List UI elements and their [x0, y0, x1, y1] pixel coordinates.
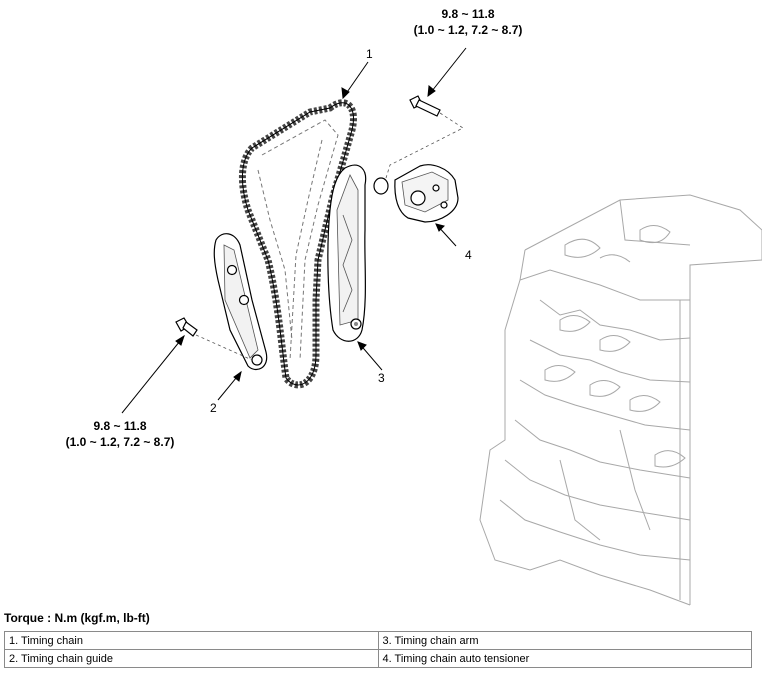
torque-spec-left-value: 9.8 ~ 11.8: [93, 419, 146, 433]
timing-chain-auto-tensioner: [373, 164, 459, 223]
torque-unit-label: Torque : N.m (kgf.m, lb-ft): [4, 611, 150, 625]
timing-chain-guide: [213, 233, 268, 371]
legend-item-2: 2. Timing chain guide: [4, 649, 379, 668]
o-ring-icon: [373, 177, 389, 195]
engine-block: [479, 194, 762, 606]
guide-bolt: [175, 317, 198, 337]
tensioner-bolt: [409, 95, 441, 117]
callout-3: 3: [378, 371, 385, 385]
timing-chain: [238, 99, 357, 389]
legend-item-4: 4. Timing chain auto tensioner: [377, 649, 752, 668]
torque-spec-left-conversion: (1.0 ~ 1.2, 7.2 ~ 8.7): [66, 435, 175, 449]
callout-4: 4: [465, 248, 472, 262]
legend-item-3: 3. Timing chain arm: [377, 631, 752, 650]
legend-row: 1. Timing chain 3. Timing chain arm: [4, 631, 752, 650]
torque-spec-top-conversion: (1.0 ~ 1.2, 7.2 ~ 8.7): [414, 23, 523, 37]
legend-item-1: 1. Timing chain: [4, 631, 379, 650]
callout-2: 2: [210, 401, 217, 415]
timing-chain-diagram: 1 4 3 2 9.8 ~ 11.8 (1.0 ~ 1.2, 7.2 ~ 8.7…: [66, 7, 762, 606]
timing-chain-arm: [327, 164, 367, 342]
torque-spec-top-value: 9.8 ~ 11.8: [441, 7, 494, 21]
parts-legend: 1. Timing chain 3. Timing chain arm 2. T…: [4, 631, 752, 668]
legend-row: 2. Timing chain guide 4. Timing chain au…: [4, 649, 752, 668]
callout-1: 1: [366, 47, 373, 61]
